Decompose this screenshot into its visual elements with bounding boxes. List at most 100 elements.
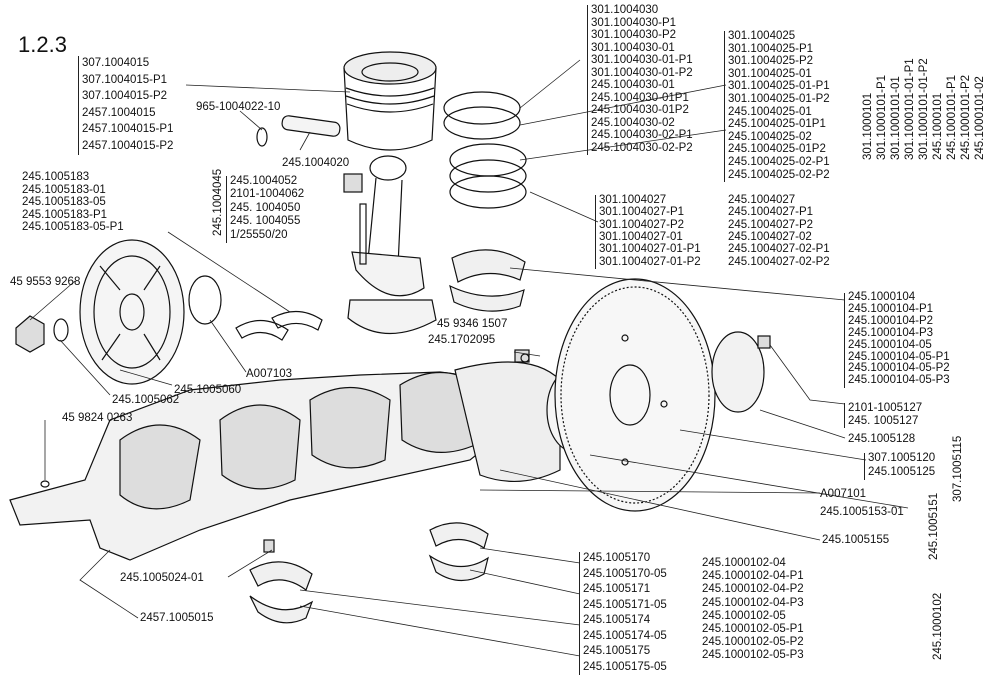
piston-drawing <box>343 51 437 151</box>
part-label: 301.1004027 <box>599 194 667 206</box>
bolts-flywheel-bracket <box>844 403 845 428</box>
vertical-part-label: 245.1005151 <box>928 492 940 560</box>
part-label: 245.1004027-02-P2 <box>728 255 830 268</box>
vertical-part-label: 307.1005115 <box>952 435 964 502</box>
part-label: 245.1005183-05-P1 <box>22 221 124 234</box>
part-label: 245.1004025-01 <box>728 105 812 118</box>
flywheel-drawing <box>554 278 716 512</box>
part-label: 245.1005024-01 <box>120 572 204 584</box>
part-label: 245.1000102-05-P2 <box>702 636 804 649</box>
part-label: 245. 1004050 <box>230 201 301 214</box>
part-label: 245.1005128 <box>848 433 916 445</box>
part-label: 245.1000104-P3 <box>848 326 934 339</box>
part-label: 245.1005155 <box>822 534 890 546</box>
rings-top-right-bracket <box>724 31 725 183</box>
part-label: 2457.1004015-P1 <box>82 123 174 135</box>
part-label: 245.1004030-02-P1 <box>591 129 693 141</box>
part-label: 245.1004025-02-P1 <box>728 156 830 168</box>
seal-drawing <box>188 275 222 325</box>
part-label: 45 9346 1507 <box>437 318 508 330</box>
part-label: 307.1004015 <box>82 57 150 69</box>
part-label: 965-1004022-10 <box>196 101 281 113</box>
part-label: 2101-1005127 <box>848 402 923 414</box>
rear-cover-drawing <box>454 361 561 482</box>
part-label: 307.1004015-P1 <box>82 73 168 86</box>
seal-group-bracket <box>864 453 865 480</box>
part-label: 245.1004027-02-P1 <box>728 243 830 256</box>
part-label: 301.1004027-01 <box>599 230 683 243</box>
circlip-drawing <box>256 127 268 147</box>
part-label: 245.1005062 <box>112 394 180 406</box>
part-label: 245.1004020 <box>282 157 350 169</box>
vertical-part-label: 245.1000101-02 <box>974 76 986 160</box>
bolt-plate-drawing <box>711 331 765 413</box>
part-label: 245.1004027-P2 <box>728 218 814 231</box>
vertical-part-label: 245.1000101-P2 <box>960 74 972 160</box>
part-label: 245.1005183 <box>22 171 90 183</box>
part-label: 245.1005171 <box>583 583 651 595</box>
part-label: 245.1005171-05 <box>583 598 667 611</box>
part-label: A007101 <box>820 488 867 500</box>
part-label: 245.1004027 <box>728 194 796 206</box>
part-label: 245.1004027-P1 <box>728 206 814 219</box>
part-label: 245.1000104 <box>848 291 916 303</box>
vertical-part-label: 301.1000101-01 <box>890 76 902 160</box>
half-bearing-1 <box>235 319 289 341</box>
part-label: 301.1004025-01-P2 <box>728 93 830 105</box>
pulley-drawing <box>79 239 185 385</box>
part-label: 245.1005183-01 <box>22 183 106 196</box>
vertical-part-label: 301.1000101-01-P2 <box>918 58 930 160</box>
part-label: 245.1005060 <box>174 384 242 396</box>
part-label: 301.1004030-01-P2 <box>591 66 693 79</box>
part-label: 301.1004030-01 <box>591 41 675 54</box>
part-label: 245.1005175-05 <box>583 660 667 673</box>
part-label: 307.1005120 <box>868 452 936 464</box>
part-label: 245.1000104-05 <box>848 338 932 351</box>
part-label: 245.1000102-04-P2 <box>702 583 804 596</box>
part-label: 245.1005183-05 <box>22 196 106 209</box>
part-label: A007103 <box>246 368 293 380</box>
piston-pin-drawing <box>281 115 341 137</box>
main-bearings-bracket <box>579 552 580 675</box>
part-label: 245.1004025-02 <box>728 130 812 143</box>
part-label: 245.1000104-05-P2 <box>848 362 950 375</box>
part-label: 245.1004030-01 <box>591 79 675 91</box>
part-label: 245.1000102-05 <box>702 609 786 622</box>
part-label: 245.1005174-05 <box>583 629 667 642</box>
vertical-part-label: 301.1000101-01-P1 <box>904 58 916 160</box>
part-label: 245.1004030-02-P2 <box>591 141 693 154</box>
part-label: 245. 1005127 <box>848 414 919 427</box>
part-label: 245.1005170 <box>583 552 651 564</box>
rings-top-left-bracket <box>587 5 588 155</box>
part-label: 301.1004027-01-P2 <box>599 255 701 268</box>
part-label: 301.1004027-01-P1 <box>599 243 701 256</box>
part-label: 245.1005125 <box>868 465 936 478</box>
vertical-part-label: 245.1000102 <box>932 592 944 660</box>
part-label: 301.1004025-01-P1 <box>728 80 830 93</box>
part-label: 1/25550/20 <box>230 228 288 241</box>
part-label: 245.1004025-02-P2 <box>728 168 830 181</box>
part-label: 245.1000104-05-P1 <box>848 350 950 363</box>
part-label: 245.1000102-05-P3 <box>702 649 804 662</box>
vertical-part-label: 301.1000101-P1 <box>876 74 888 160</box>
part-label: 245.1000104-P2 <box>848 314 934 327</box>
part-label: 245.1005153-01 <box>820 506 904 518</box>
part-label: 245.1000104-P1 <box>848 302 934 315</box>
part-label: 301.1004025-P1 <box>728 42 814 55</box>
part-label: 245. 1004055 <box>230 215 301 228</box>
part-label: 245.1005175 <box>583 645 651 657</box>
part-label: 245.1000102-04-P3 <box>702 596 804 609</box>
part-label: 2457.1004015 <box>82 106 156 119</box>
part-label: 245.1005174 <box>583 614 651 626</box>
part-label: 301.1004025-01 <box>728 67 812 80</box>
part-label: 301.1004025-P2 <box>728 55 814 68</box>
part-label: 245.1005183-P1 <box>22 208 108 221</box>
vertical-part-label: 301.1000101 <box>862 92 874 160</box>
piston-pin-group-bracket <box>78 56 79 155</box>
vertical-part-label: 245.1004045 <box>212 168 224 236</box>
part-label: 245.1004030-01P1 <box>591 91 689 104</box>
part-label: 2457.1004015-P2 <box>82 139 174 152</box>
section-number: 1.2.3 <box>18 32 67 57</box>
